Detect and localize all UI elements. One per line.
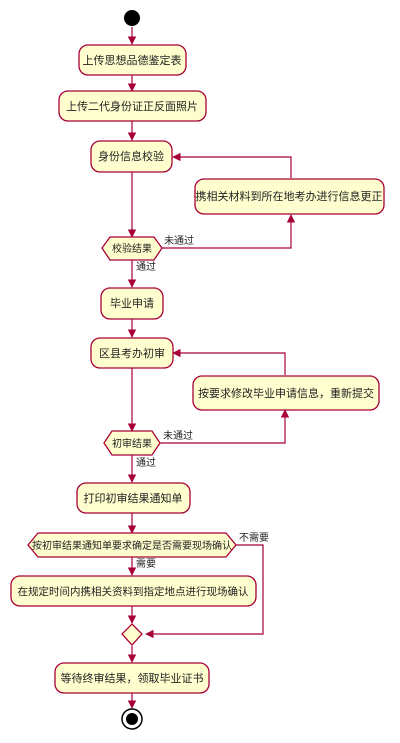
decision-onsite-question [27, 532, 237, 558]
start-node [124, 10, 140, 26]
label-needed: 需要 [136, 558, 156, 570]
step-id-verify [90, 140, 173, 173]
label-county-review: 区县考办初审 [99, 346, 165, 360]
label-upload-id-photos: 上传二代身份证正反面照片 [66, 99, 198, 113]
label-not-needed: 不需要 [239, 532, 269, 544]
label-fix-info: 携相关材料到所在地考办进行信息更正 [196, 189, 383, 203]
loop-fix-info [162, 214, 296, 249]
step-fix-info [194, 178, 385, 215]
step-onsite-confirm [10, 575, 257, 607]
label-onsite-question: 按初审结果通知单要求确定是否需要现场确认 [32, 539, 232, 552]
label-onsite-confirm: 在规定时间内携相关资料到指定地点进行现场确认 [18, 585, 249, 598]
decision-review-result [103, 430, 161, 456]
loop-modify-back [172, 348, 286, 375]
label-upload-moral-form: 上传思想品德鉴定表 [83, 53, 182, 67]
decision-verify-result [101, 236, 163, 261]
label-graduation-apply: 毕业申请 [110, 297, 154, 310]
merge-node [121, 623, 143, 646]
label-pass-2: 通过 [136, 456, 156, 469]
label-not-pass-1: 未通过 [164, 234, 194, 247]
label-verify-result: 校验结果 [112, 242, 152, 255]
connectors [127, 27, 296, 709]
label-id-verify: 身份信息校验 [98, 149, 164, 163]
loop-fix-back [172, 152, 292, 178]
step-wait-final [54, 662, 210, 694]
label-print-notice: 打印初审结果通知单 [84, 491, 183, 505]
step-graduation-apply [100, 287, 164, 320]
label-wait-final: 等待终审结果，领取毕业证书 [61, 671, 204, 685]
end-node [121, 708, 143, 730]
loop-modify [159, 409, 290, 444]
path-not-needed [145, 544, 264, 639]
step-modify-resubmit [192, 375, 380, 411]
step-upload-moral-form [78, 44, 187, 76]
label-pass-1: 通过 [136, 260, 156, 273]
step-print-notice [76, 482, 191, 514]
step-county-review [90, 337, 174, 369]
label-modify-resubmit: 按要求修改毕业申请信息，重新提交 [198, 386, 374, 400]
step-upload-id-photos [58, 90, 207, 122]
label-not-pass-2: 未通过 [163, 429, 193, 442]
label-review-result: 初审结果 [112, 437, 152, 450]
